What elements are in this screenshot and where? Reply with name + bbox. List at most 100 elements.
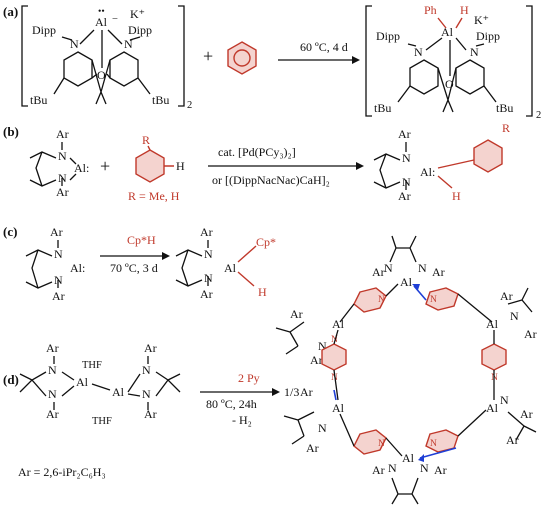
panel-label-b: (b) (3, 124, 19, 139)
n-top-c-product: N (204, 247, 213, 261)
al-n-bonds (61, 29, 141, 68)
nacnac-backbone-c-product (175, 240, 209, 287)
dative-arrowhead-2 (418, 454, 424, 462)
hydride-c-product: H (258, 285, 267, 299)
potassium-cation-product: K⁺ (474, 13, 489, 27)
panel-label-a: (a) (3, 4, 18, 19)
al-left-d: Al (76, 375, 89, 389)
xanthene-bridge (91, 59, 111, 105)
thf-top-d: THF (82, 360, 102, 371)
ar-definition: Ar = 2,6-iPr₂C₆H₃ (18, 465, 106, 479)
n-top-right-d: N (142, 363, 151, 377)
dad-ligand-lower-left (283, 411, 315, 445)
aluminium-label-product: Al (441, 25, 454, 39)
tbu-left: tBu (30, 93, 47, 107)
bracket-right-open (365, 5, 372, 117)
row-c: (c) Ar Ar N N Al: Cp*H 70 ºC, 3 d Ar Ar … (3, 224, 276, 303)
aluminium-pyridyl-macrocycle: Al Al Al Al Al Al Ar Ar N N Ar N Ar Ar N… (275, 235, 537, 505)
al-right-d: Al (112, 385, 125, 399)
aryl-ring-left-product (409, 59, 439, 95)
arene-ring-b (135, 149, 165, 183)
conditions-d-line1: 80 ºC, 24h (206, 397, 257, 411)
ar-bottom-right-d: Ar (144, 407, 157, 421)
py-highlight-1 (354, 288, 386, 312)
arene-b: R H R = Me, H (128, 133, 185, 203)
nitrogen-left: N (70, 37, 79, 51)
ar-macro-12: Ar (434, 463, 447, 477)
ar-top-c-product: Ar (200, 225, 213, 239)
al-c: Al: (70, 261, 85, 275)
n-macro-12: N (420, 461, 429, 475)
ar-top-b: Ar (56, 127, 69, 141)
thf-bottom-d: THF (92, 416, 112, 427)
r-substituent-b: R (142, 133, 150, 147)
arrowhead-d (272, 388, 280, 396)
py-highlight-6 (426, 430, 458, 452)
n-top-c: N (54, 247, 63, 261)
r-substituent-b-product: R (502, 121, 510, 135)
row-a: (a) 2 Dipp Dipp Al •• − K⁺ N N O tBu tBu… (3, 3, 541, 121)
hydride-label: H (460, 3, 469, 17)
arene-ring-b-product (473, 139, 503, 173)
ar-macro-5: Ar (500, 289, 513, 303)
dipp-label-left-product: Dipp (376, 29, 400, 43)
row-b: (b) Ar Ar N N Al: + R H R = Me, H cat. [… (3, 121, 510, 203)
dimer-subscript-right: 2 (536, 110, 541, 121)
phenyl-label: Ph (424, 3, 437, 17)
phenyl-hydride-aluminate-molecule: Ph H K⁺ Dipp Dipp Al N N O tBu tBu (374, 3, 513, 115)
py-highlight-5 (354, 430, 386, 454)
al-lower-right: Al (486, 401, 499, 415)
ar-top-left-d: Ar (46, 341, 59, 355)
nacnac-backbone-b (29, 142, 77, 187)
dad-ligand-top (389, 235, 417, 263)
n-top-b-product: N (402, 151, 411, 165)
dative-arrowhead-1 (412, 284, 420, 290)
nacnac-aluminyl-b: Ar Ar N N Al: (29, 127, 89, 199)
dad-ligand-upper-right (507, 287, 533, 313)
dialane-thf-molecule: Ar Ar Ar Ar N N N N Al Al THF THF Ar = 2… (18, 341, 181, 479)
nacnac-backbone-b-product (373, 142, 407, 190)
aluminium-label: Al (95, 15, 108, 29)
aryl-ring-right (109, 51, 139, 87)
dipp-label-right: Dipp (128, 23, 152, 37)
al-lower-left: Al (332, 401, 345, 415)
py-n-1: N (378, 295, 385, 305)
panel-label-c: (c) (3, 224, 17, 239)
row-d: (d) Ar Ar Ar Ar N N N N Al Al THF THF Ar… (3, 341, 299, 479)
n-macro-11: N (388, 461, 397, 475)
n-bottom-right-d: N (142, 387, 151, 401)
ar-top-right-d: Ar (144, 341, 157, 355)
tbu-right-product: tBu (496, 101, 513, 115)
conditions-a: 60 ºC, 4 d (300, 40, 348, 54)
ar-macro-1: Ar (372, 265, 385, 279)
hydride-b-product: H (452, 189, 461, 203)
panel-label-d: (d) (3, 372, 19, 387)
n-macro-5: N (510, 309, 519, 323)
ar-macro-6: Ar (524, 327, 537, 341)
ar-bottom-b-product: Ar (398, 189, 411, 203)
n-bottom-left-d: N (48, 387, 57, 401)
reagent-c: Cp*H (127, 233, 156, 247)
nitrogen-left-product: N (414, 45, 423, 59)
py-highlight-2 (426, 288, 458, 310)
al-c-product: Al (224, 261, 237, 275)
bracket-left-close (178, 5, 185, 107)
nacnac-aluminyl-c: Ar Ar N N Al: (25, 225, 85, 303)
n-macro-2: N (418, 261, 427, 275)
py-n-6: N (378, 439, 385, 449)
aryl-ring-right-product (455, 59, 485, 95)
n-macro-3: N (318, 339, 327, 353)
dad-ligand-upper-left (275, 321, 305, 355)
oxygen-label: O (97, 68, 106, 82)
dipp-label-right-product: Dipp (476, 29, 500, 43)
aryl-hydride-product-b: Ar Ar N N Al: R H (373, 121, 510, 203)
nitrogen-right-product: N (470, 45, 479, 59)
stoichiometry-fraction: 1/3 (284, 385, 299, 399)
reagent-d: 2 Py (238, 371, 260, 385)
benzene-highlight (228, 42, 256, 74)
n-top-left-d: N (48, 363, 57, 377)
negative-charge: − (112, 14, 118, 25)
ar-macro-2: Ar (432, 265, 445, 279)
benzene-ring (227, 41, 257, 75)
al-top: Al (400, 275, 413, 289)
